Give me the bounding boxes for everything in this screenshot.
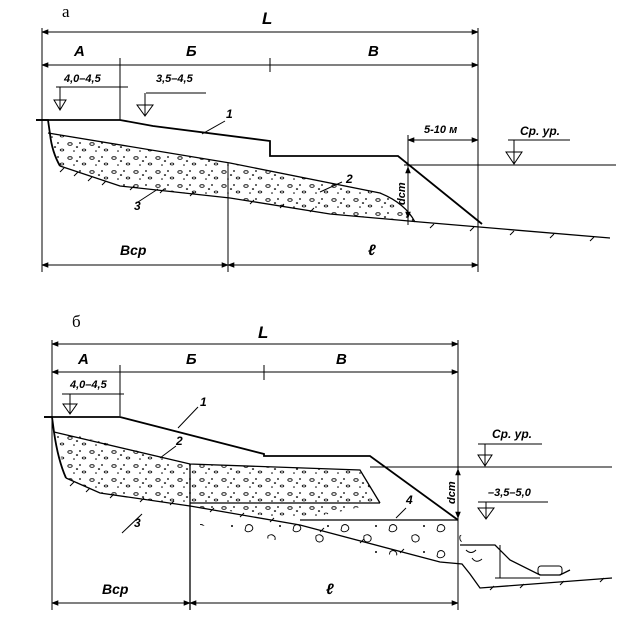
panel-a-callout-1: 1 [226,107,233,121]
panel-b-callout-4: 4 [405,493,413,507]
panel-a-mark-b-label: 3,5–4,5 [156,73,194,85]
panel-a-bedrock-hatching [59,167,595,242]
panel-b-mark-a-label: 4,0–4,5 [69,379,108,391]
panel-b-total-length-label: L [258,323,268,342]
panel-b-bedrock-hatching [69,481,605,591]
panel-b-width-cp-label: Вср [102,581,129,597]
panel-b-zone-b-label: Б [186,351,197,368]
panel-a-offset-label: 5-10 м [424,124,457,136]
panel-b: б L А Б В 4,0–4,5 [44,312,613,610]
panel-a-zone-v-label: В [368,43,379,60]
panel-b-length-label: ℓ [326,581,334,598]
panel-a-bedrock-line [59,165,611,239]
panel-a-water-level-label: Ср. ур. [520,124,560,138]
panel-b-bedrock-line [65,477,613,589]
panel-a-length-label: ℓ [368,242,376,259]
panel-a-callout-2: 2 [345,172,353,186]
panel-b-zone-v-label: В [336,351,347,368]
panel-b-callout-1: 1 [200,395,207,409]
panel-a: а L А Б В 4,0–4,5 3,5–4,5 [36,2,616,272]
panel-a-zone-b-label: Б [186,43,197,60]
panel-a-callout-3: 3 [134,199,141,213]
panel-a-left-bank [36,119,61,167]
panel-a-total-length-label: L [262,9,272,28]
panel-a-surface-1 [36,119,483,225]
panel-b-boulder-layer [200,520,462,560]
panel-b-depth-label: dст [446,481,458,504]
panel-b-callout-3: 3 [134,516,141,530]
panel-b-dredge-detail [465,545,540,579]
panel-b-dredge-outline [460,544,571,576]
panel-b-water-level-label: Ср. ур. [492,427,532,441]
panel-a-layer-2-line [47,132,416,223]
panel-b-excavation-floor [190,502,458,521]
panel-a-width-cp-label: Вср [120,242,147,258]
panel-b-zone-a-label: А [77,351,89,368]
panel-b-low-mark-label: –3,5–5,0 [488,487,532,499]
panel-a-zone-a-label: А [73,43,85,60]
panel-b-layer-2-line [53,431,381,504]
panel-b-letter: б [72,312,81,331]
panel-a-depth-label: dст [396,182,408,205]
panel-b-dredge-body [537,565,563,576]
panel-b-callout-2: 2 [175,434,183,448]
panel-a-gravel-layer [48,133,415,222]
panel-a-mark-a-label: 4,0–4,5 [63,73,102,85]
panel-a-letter: а [62,2,70,21]
